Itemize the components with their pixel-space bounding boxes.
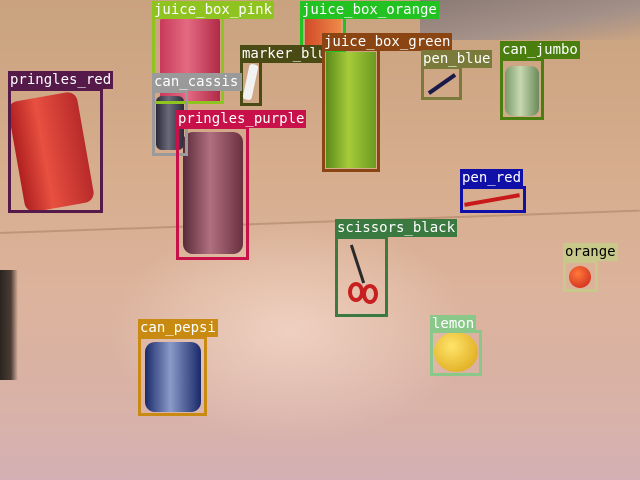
- bbox-orange: [563, 260, 598, 292]
- label-scissors-black: scissors_black: [335, 219, 458, 237]
- bbox-juice-box-green: [322, 48, 380, 172]
- table-seam: [0, 209, 640, 234]
- label-pringles-red: pringles_red: [8, 71, 114, 89]
- bbox-pringles-red: [8, 88, 103, 213]
- bbox-pen-blue: [421, 66, 462, 100]
- label-can-cassis: can_cassis: [152, 73, 242, 91]
- can-jumbo-object: [505, 66, 539, 116]
- label-marker-blue: marker_blue: [240, 45, 324, 63]
- bbox-can-pepsi: [138, 336, 207, 416]
- label-orange: orange: [563, 243, 618, 261]
- label-can-pepsi: can_pepsi: [138, 319, 218, 337]
- label-pringles-purple: pringles_purple: [176, 110, 307, 128]
- label-pen-red: pen_red: [460, 169, 524, 187]
- pringles-purple-object: [183, 132, 243, 254]
- label-can-jumbo: can_jumbo: [500, 41, 580, 59]
- juice-box-green-object: [326, 52, 376, 168]
- label-juice-box-pink: juice_box_pink: [152, 1, 275, 19]
- label-juice-box-orange: juice_box_orange: [300, 1, 439, 19]
- bbox-pen-red: [460, 186, 526, 213]
- bbox-pringles-purple: [176, 126, 249, 260]
- orange-object: [569, 266, 591, 288]
- label-lemon: lemon: [430, 315, 477, 333]
- label-pen-blue: pen_blue: [421, 50, 493, 68]
- lemon-object: [434, 332, 478, 372]
- bbox-can-jumbo: [500, 58, 544, 120]
- bbox-marker-blue: [240, 60, 262, 106]
- bbox-lemon: [430, 330, 482, 376]
- scissors-black-object: [348, 244, 380, 308]
- can-pepsi-object: [145, 342, 201, 412]
- label-juice-box-green: juice_box_green: [322, 33, 453, 51]
- bbox-scissors-black: [335, 236, 388, 317]
- dark-object-left-edge: [0, 270, 18, 380]
- background-wall: [420, 0, 640, 40]
